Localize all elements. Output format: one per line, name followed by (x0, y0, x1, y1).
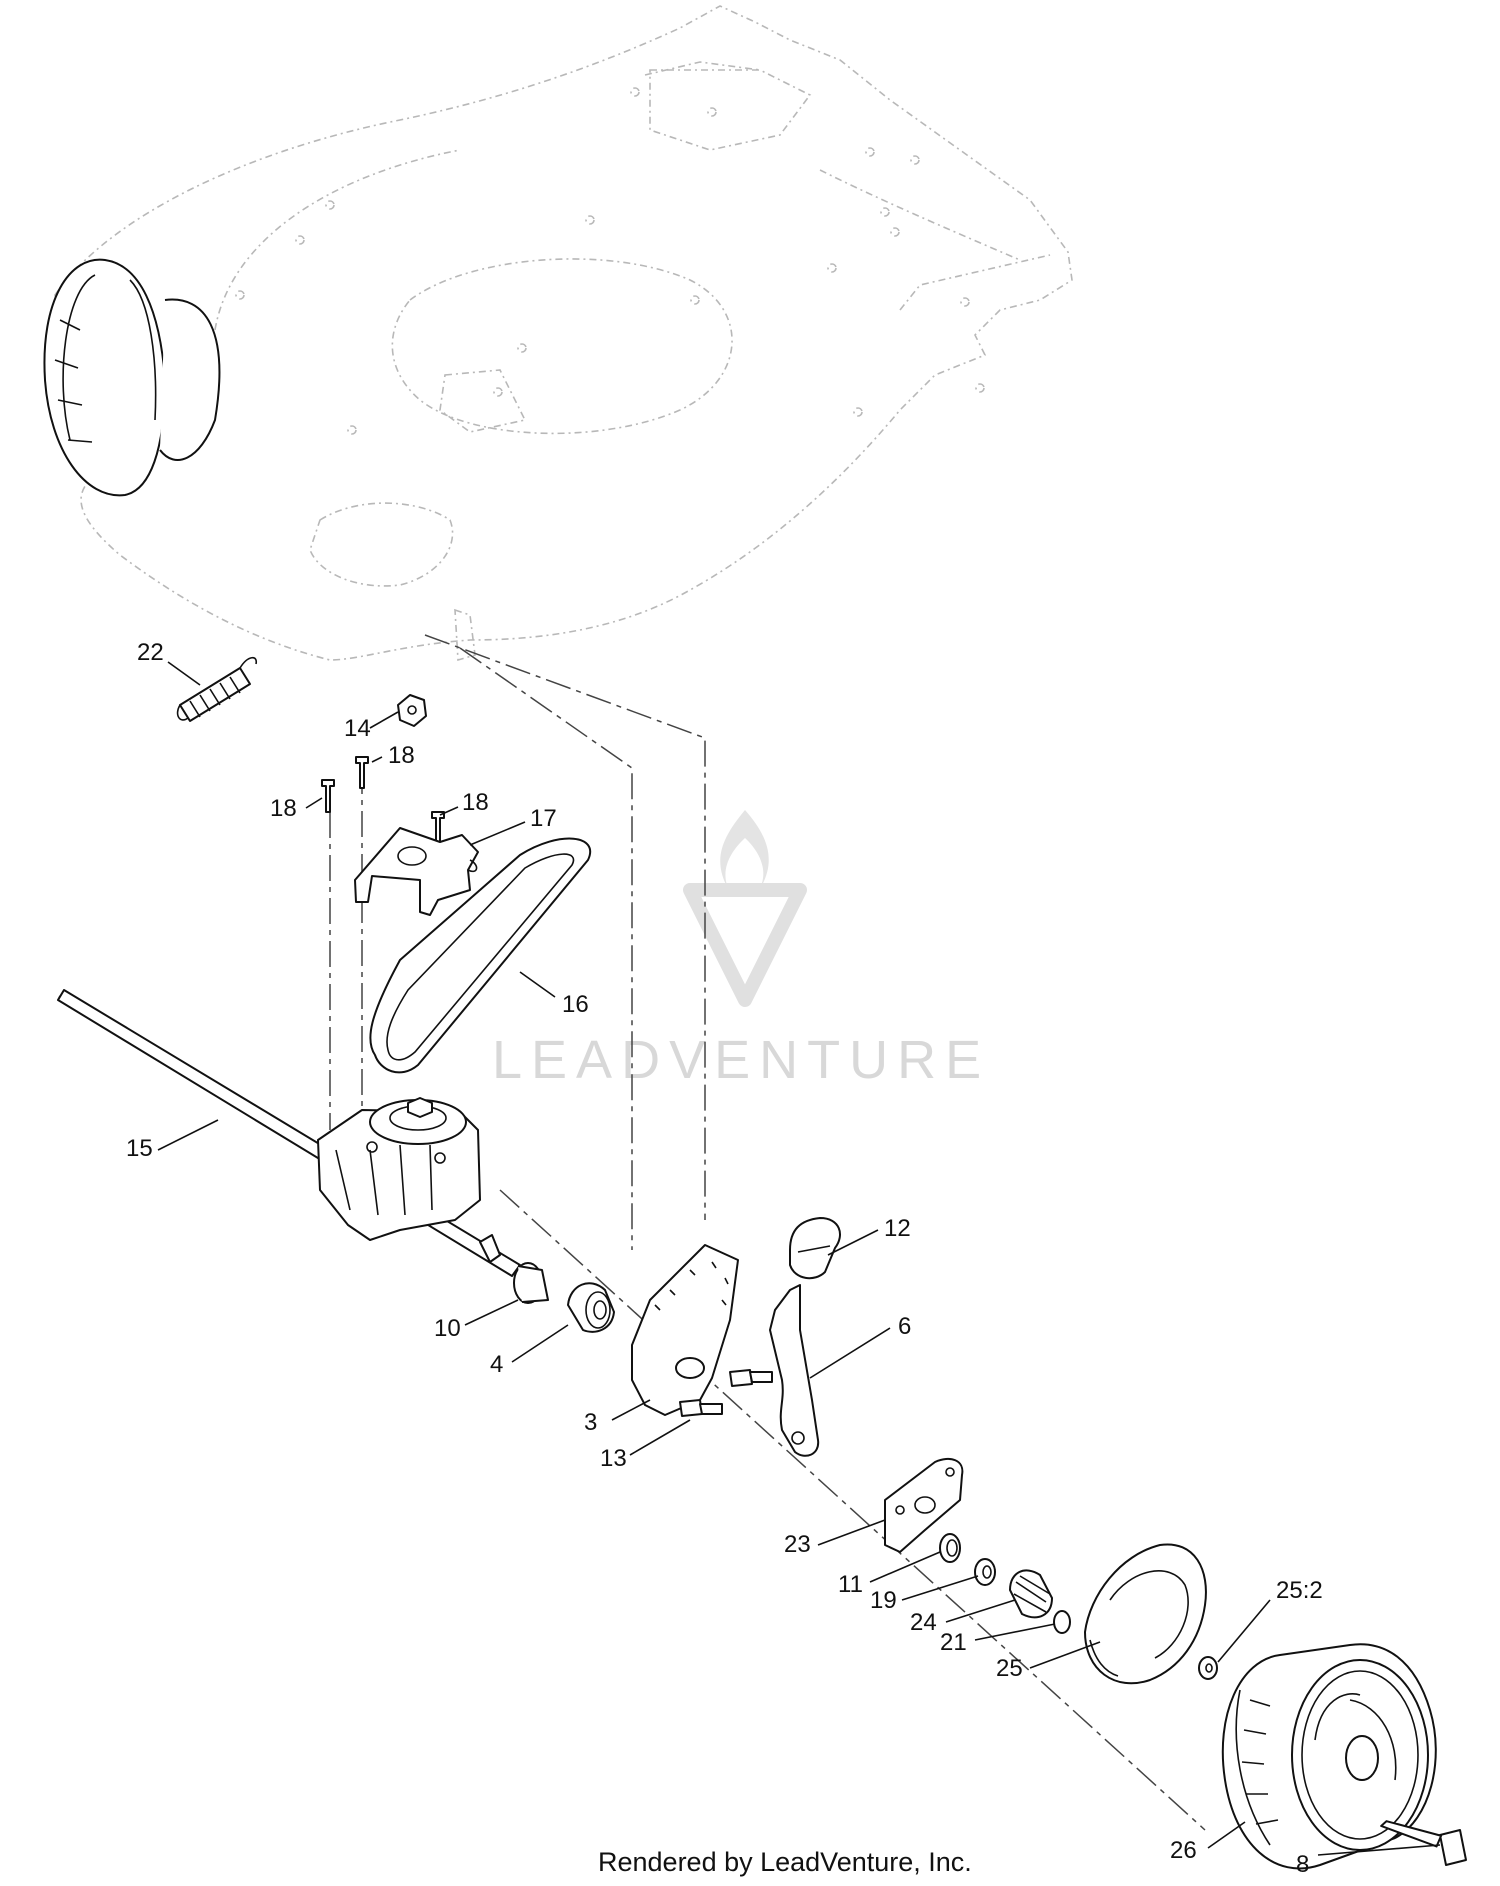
callout-3: 3 (584, 1409, 597, 1436)
watermark-text: LEADVENTURE (492, 1030, 990, 1090)
callout-11: 11 (838, 1571, 863, 1598)
front-wheel (1221, 1643, 1437, 1870)
callout-25-2: 25:2 (1276, 1577, 1323, 1604)
retaining-ring (939, 1533, 961, 1563)
cover-washer (1198, 1656, 1218, 1680)
hex-nut (397, 694, 427, 727)
height-adjuster-plate (631, 1244, 739, 1416)
callout-8: 8 (1296, 1851, 1309, 1878)
callout-15: 15 (126, 1135, 153, 1162)
drive-belt (369, 837, 592, 1074)
callout-4: 4 (490, 1351, 503, 1378)
callout-12: 12 (884, 1215, 911, 1242)
mower-deck-ghost (54, 5, 1073, 662)
belt-cover-bracket (354, 827, 479, 916)
callout-18-left: 18 (270, 795, 297, 822)
wheel-bearing (567, 1282, 615, 1333)
callout-16: 16 (562, 991, 589, 1018)
callout-14: 14 (344, 715, 371, 742)
footer-credit: Rendered by LeadVenture, Inc. (598, 1847, 972, 1877)
height-adjuster-lever (769, 1284, 820, 1457)
wheel-bolt (1380, 1820, 1467, 1866)
pinion-gear (1009, 1569, 1053, 1619)
callout-21: 21 (940, 1629, 967, 1656)
callout-10: 10 (434, 1315, 461, 1342)
shaft-bushing (513, 1262, 549, 1304)
flat-washer (974, 1558, 996, 1586)
pivot-bracket (884, 1457, 964, 1553)
wheel-gear-cover (1084, 1543, 1207, 1685)
callout-18-right: 18 (462, 789, 489, 816)
callout-26: 26 (1170, 1837, 1197, 1864)
retaining-clip (1053, 1610, 1071, 1634)
callout-17: 17 (530, 805, 557, 832)
extension-spring (176, 656, 258, 722)
callout-24: 24 (910, 1609, 937, 1636)
callout-13: 13 (600, 1445, 627, 1472)
rear-wheel-ghost (43, 258, 221, 497)
callout-19: 19 (870, 1587, 897, 1614)
callout-6: 6 (898, 1313, 911, 1340)
transmission-gearbox (317, 1097, 481, 1241)
lever-knob (789, 1217, 841, 1280)
plate-bolts (679, 1369, 773, 1417)
callout-labels: 22 14 18 18 18 17 16 15 12 6 10 4 3 13 2… (126, 639, 1323, 1878)
callout-23: 23 (784, 1531, 811, 1558)
watermark-logo (683, 810, 807, 1007)
callout-25: 25 (996, 1655, 1023, 1682)
screws (321, 756, 445, 844)
callout-18-center: 18 (388, 742, 415, 769)
callout-22: 22 (137, 639, 164, 666)
callout-leaders (157, 661, 1441, 1856)
